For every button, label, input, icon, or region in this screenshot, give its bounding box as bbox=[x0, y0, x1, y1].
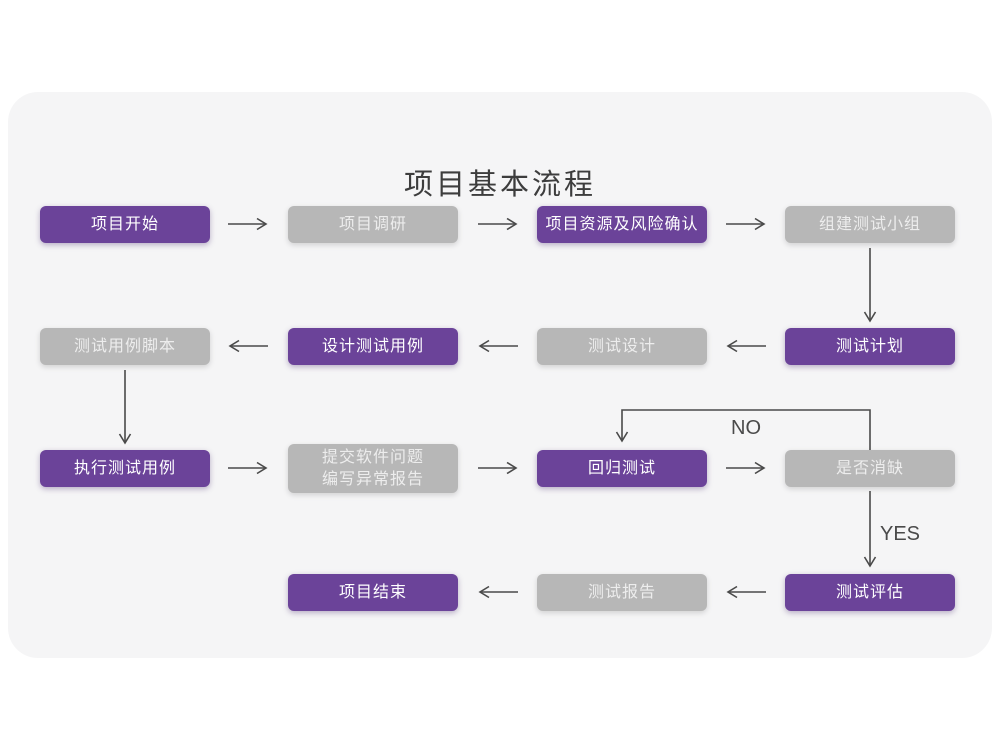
node-label: 执行测试用例 bbox=[73, 459, 176, 477]
node-project-research: 项目调研 bbox=[288, 206, 458, 243]
node-test-plan: 测试计划 bbox=[785, 328, 955, 365]
node-label: 项目开始 bbox=[90, 215, 159, 233]
node-label: 测试评估 bbox=[835, 583, 904, 601]
node-label-line2: 编写异常报告 bbox=[321, 470, 424, 488]
node-build-team: 组建测试小组 bbox=[785, 206, 955, 243]
node-label: 测试用例脚本 bbox=[73, 337, 176, 355]
node-test-report: 测试报告 bbox=[537, 574, 707, 611]
node-test-case-script: 测试用例脚本 bbox=[40, 328, 210, 365]
node-label: 项目结束 bbox=[338, 583, 407, 601]
flowchart-card bbox=[8, 92, 992, 658]
node-label: 设计测试用例 bbox=[321, 337, 424, 355]
node-label: 测试计划 bbox=[835, 337, 904, 355]
node-label: 组建测试小组 bbox=[818, 215, 921, 233]
node-risk-confirm: 项目资源及风险确认 bbox=[537, 206, 707, 243]
node-project-end: 项目结束 bbox=[288, 574, 458, 611]
node-project-start: 项目开始 bbox=[40, 206, 210, 243]
node-test-design: 测试设计 bbox=[537, 328, 707, 365]
node-label: 项目资源及风险确认 bbox=[545, 215, 699, 233]
node-submit-report: 提交软件问题 编写异常报告 bbox=[288, 444, 458, 493]
node-label: 测试设计 bbox=[587, 337, 656, 355]
page-title: 项目基本流程 bbox=[403, 169, 596, 202]
node-label: 项目调研 bbox=[338, 215, 407, 233]
node-design-test-case: 设计测试用例 bbox=[288, 328, 458, 365]
node-exec-test-case: 执行测试用例 bbox=[40, 450, 210, 487]
node-regression-test: 回归测试 bbox=[537, 450, 707, 487]
node-label: 是否消缺 bbox=[835, 459, 904, 477]
node-label-line1: 提交软件问题 bbox=[321, 448, 424, 466]
node-defect-cleared: 是否消缺 bbox=[785, 450, 955, 487]
node-label: 回归测试 bbox=[587, 459, 656, 477]
node-test-evaluate: 测试评估 bbox=[785, 574, 955, 611]
node-label: 测试报告 bbox=[587, 583, 656, 601]
